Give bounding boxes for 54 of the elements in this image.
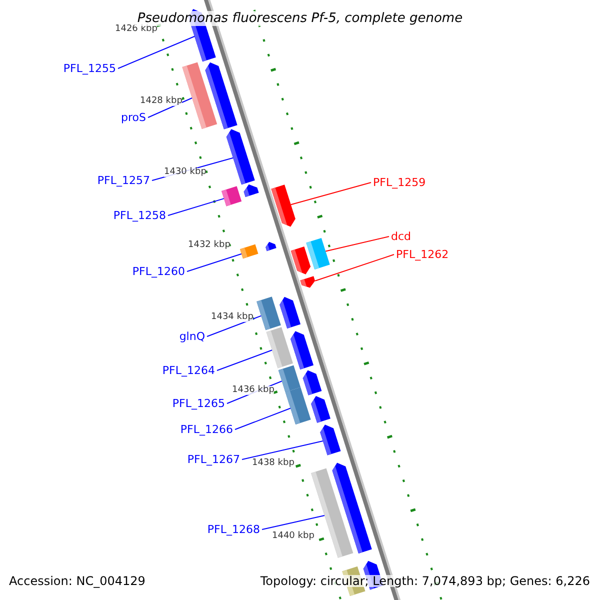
gene-block — [320, 424, 341, 456]
leader-line — [242, 440, 324, 460]
gene-label: PFL_1259 — [373, 177, 426, 188]
leader-line — [216, 350, 272, 371]
gene-block — [285, 387, 311, 424]
gene-label: PFL_1258 — [113, 210, 166, 221]
leader-line — [234, 408, 291, 430]
gene-block — [290, 331, 314, 370]
gene-label: PFL_1268 — [207, 524, 260, 535]
gene-label: glnQ — [179, 331, 205, 342]
gene-block — [256, 296, 281, 330]
gene-block — [302, 370, 322, 396]
gene-label: PFL_1260 — [132, 266, 185, 277]
leader-line — [168, 198, 224, 216]
leader-line — [206, 315, 262, 337]
gene-label: PFL_1266 — [180, 424, 233, 435]
leader-line — [325, 236, 390, 252]
gene-label: proS — [121, 112, 146, 123]
leader-line — [314, 254, 394, 282]
gene-block — [266, 327, 293, 368]
footer-text: Topology: circular; Length: 7,074,893 bp; Genes: 6,226 — [260, 575, 590, 587]
gene-block — [271, 184, 296, 227]
gene-block — [280, 296, 301, 329]
gene-block — [311, 396, 330, 423]
gene-label: PFL_1255 — [63, 63, 116, 74]
gene-label: PFL_1262 — [396, 249, 449, 260]
scale-label: 1430 kbp — [164, 168, 206, 177]
gene-label: dcd — [391, 231, 412, 242]
leader-line — [290, 182, 372, 206]
gene-block — [332, 462, 372, 554]
scale-label: 1432 kbp — [188, 241, 230, 250]
gene-block — [205, 62, 238, 130]
gene-block — [278, 365, 301, 392]
gene-block — [240, 244, 258, 259]
gene-block — [222, 186, 242, 206]
scale-label: 1436 kbp — [232, 386, 274, 395]
scale-label: 1434 kbp — [211, 313, 254, 322]
leader-line — [118, 36, 195, 69]
gene-block — [300, 276, 316, 288]
gene-label: PFL_1257 — [97, 175, 150, 186]
scale-label: 1438 kbp — [252, 459, 294, 468]
footer-text: Accession: NC_004129 — [9, 575, 146, 587]
gene-block — [266, 242, 276, 252]
gene-label: PFL_1264 — [162, 365, 215, 376]
gene-label: PFL_1265 — [172, 398, 225, 409]
scale-label: 1428 kbp — [140, 97, 182, 106]
gene-label: PFL_1267 — [187, 454, 240, 465]
scale-label: 1440 kbp — [272, 532, 314, 541]
leader-line — [186, 253, 242, 272]
gene-block — [226, 129, 255, 185]
leader-line — [262, 515, 325, 530]
gene-block — [306, 238, 330, 270]
gene-block — [244, 184, 259, 197]
scale-label: 1426 kbp — [115, 25, 158, 34]
